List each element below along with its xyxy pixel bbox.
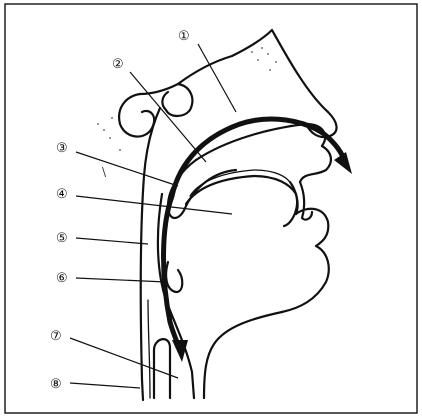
label-1: ① <box>178 29 190 44</box>
leader-8 <box>70 383 140 388</box>
label-5: ⑤ <box>56 231 68 246</box>
hard-palate <box>196 124 325 160</box>
esophagus-line <box>148 300 150 398</box>
leader-1 <box>198 44 236 112</box>
jaw-neck-line <box>204 312 282 398</box>
label-2: ② <box>112 57 124 72</box>
leader-7 <box>70 338 178 378</box>
teeth <box>290 182 312 220</box>
airflow-arrowhead-nasal <box>334 152 352 174</box>
stray-mark: \ <box>102 165 107 179</box>
epiglottis <box>166 262 182 292</box>
leader-2 <box>130 72 206 162</box>
skull-base-curl <box>119 94 154 137</box>
tongue-surface <box>190 170 292 196</box>
leader-3 <box>76 152 178 186</box>
label-7: ⑦ <box>50 329 62 344</box>
label-4: ④ <box>56 187 68 202</box>
larynx-opening <box>154 339 170 398</box>
leader-6 <box>76 278 166 282</box>
label-3: ③ <box>56 141 68 156</box>
upper-lip <box>300 146 331 182</box>
leader-4 <box>76 196 232 214</box>
label-8: ⑧ <box>50 377 62 392</box>
leader-5 <box>76 238 148 244</box>
label-6: ⑥ <box>56 271 68 286</box>
